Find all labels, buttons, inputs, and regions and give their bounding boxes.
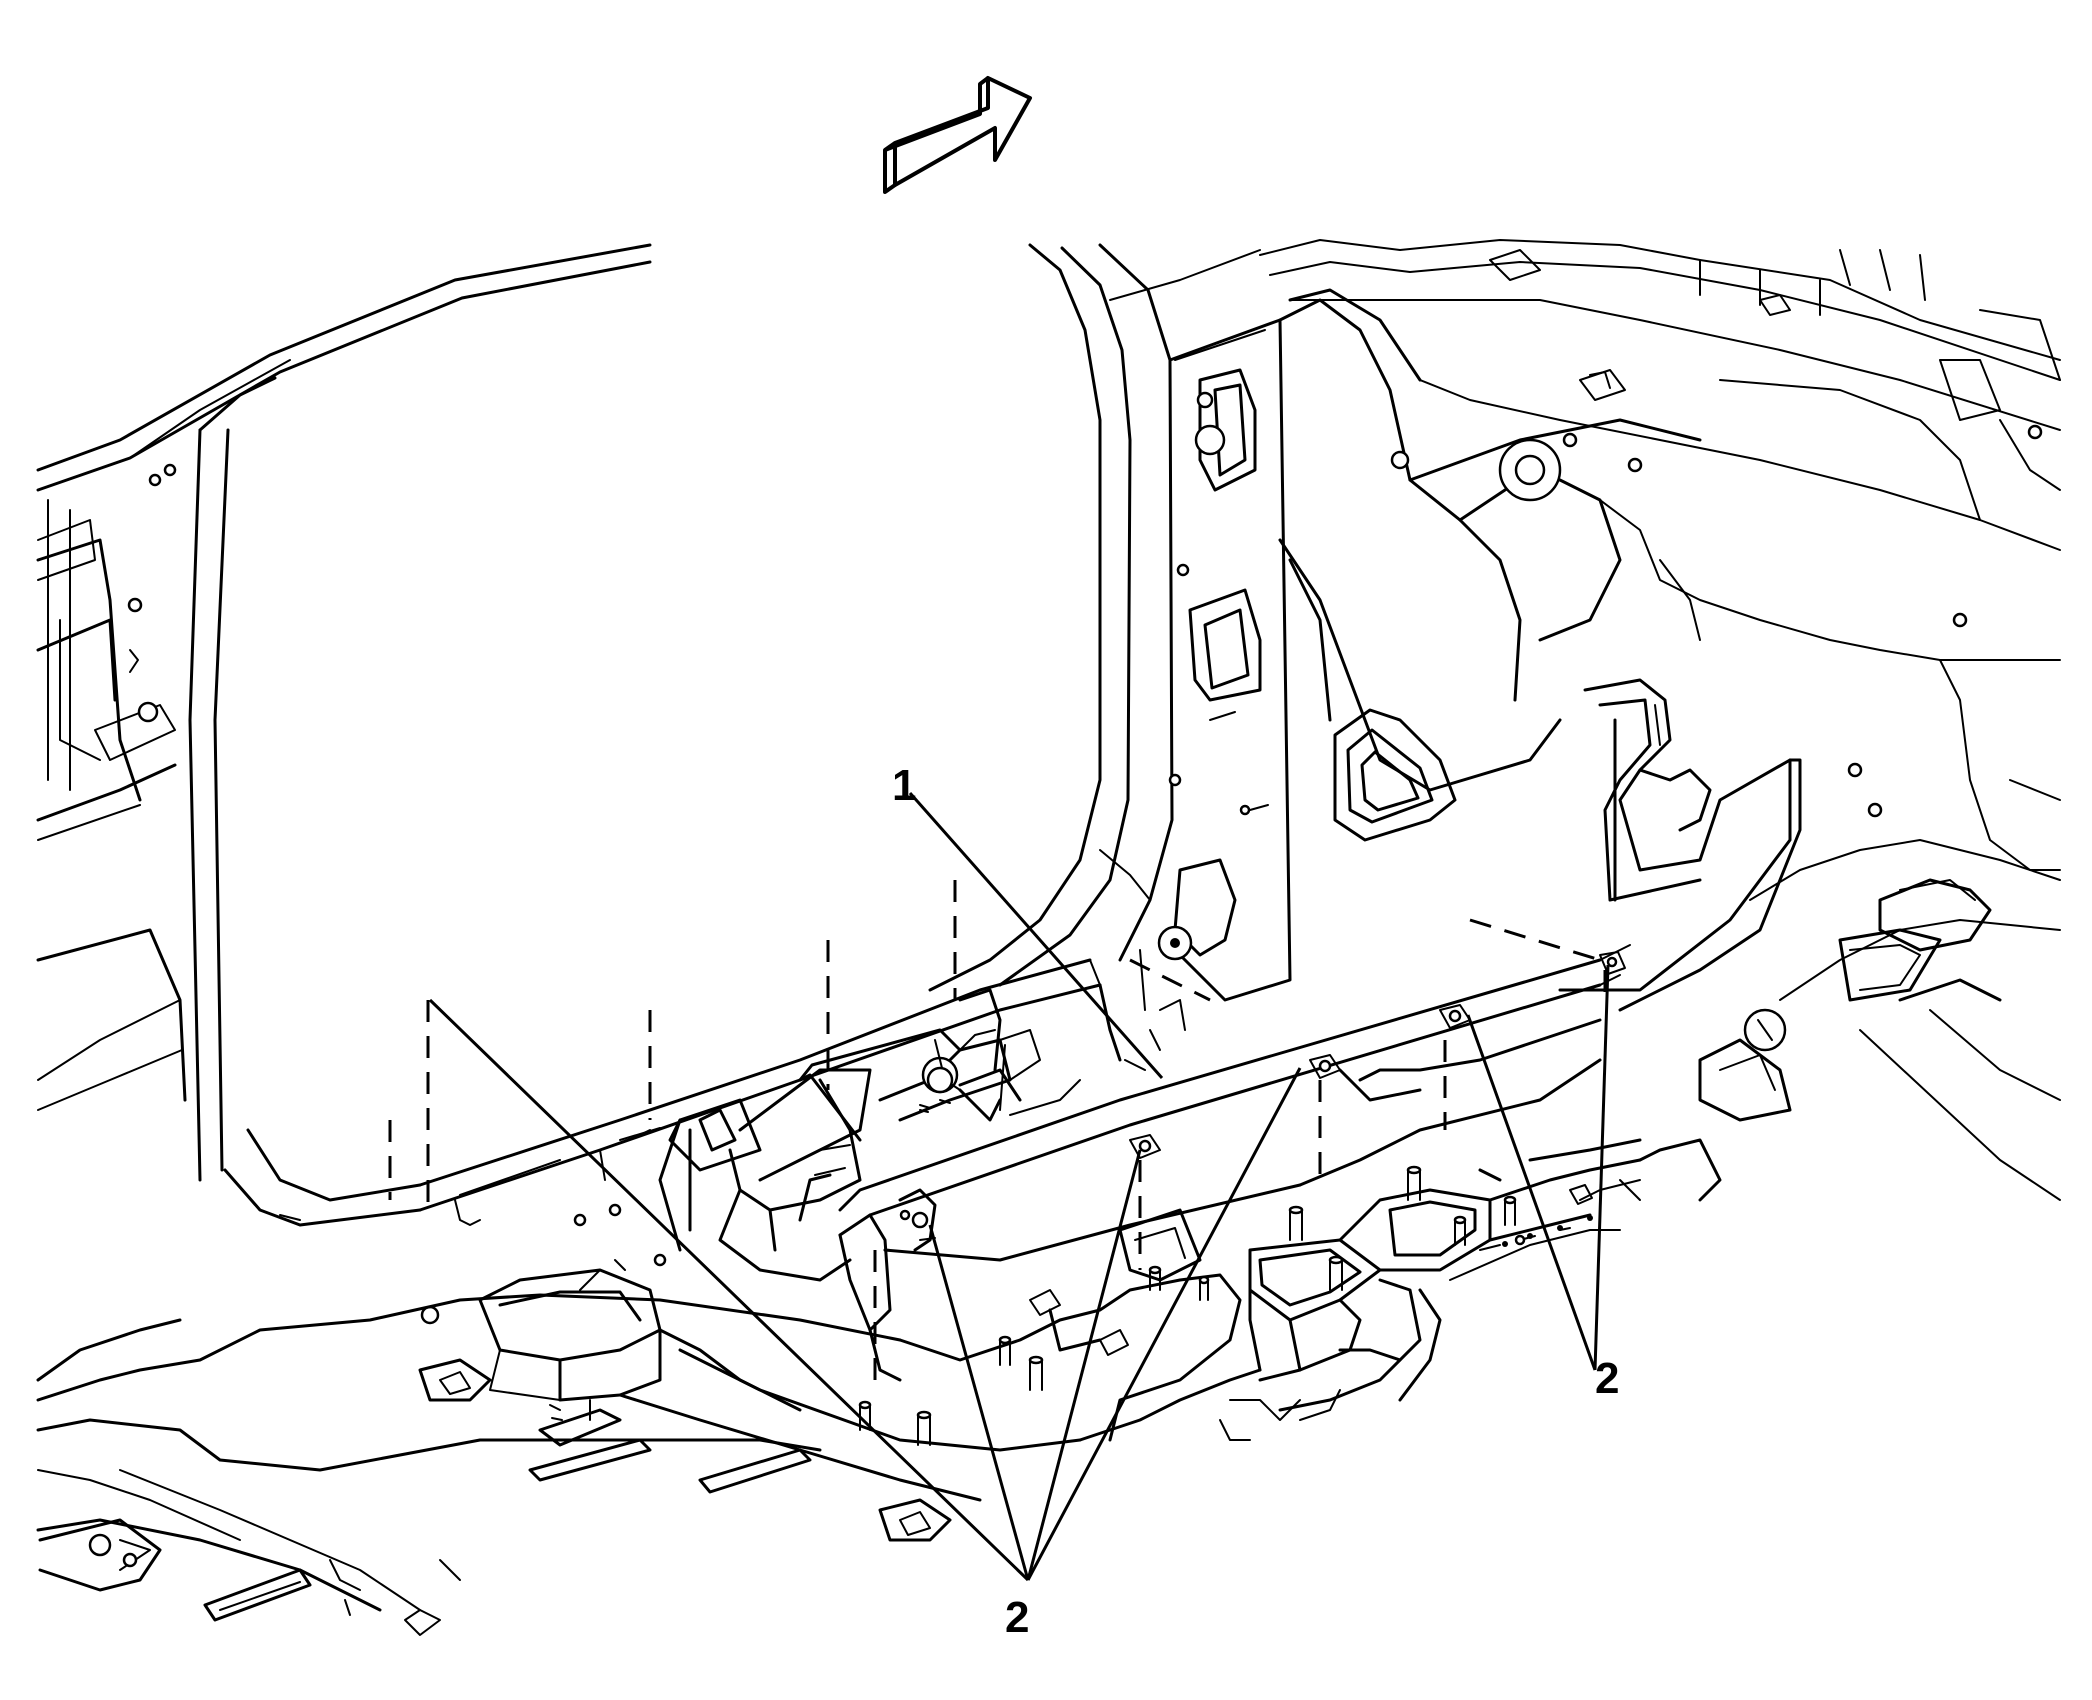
callout-2-right: 2 [1595,1354,1619,1403]
callout-1: 1 [892,761,916,810]
mounting-studs [858,1165,1517,1446]
callout-leaders [428,792,1610,1582]
pillar-cutouts [1099,368,1457,1011]
misc-details [279,959,1186,1352]
callout-2-left: 2 [1005,1593,1029,1642]
rear-wheelhouse [1558,612,2061,1201]
rear-quarter-panel [1168,239,2061,1002]
alignment-guides [388,880,1607,1380]
front-door-frame [36,243,652,1182]
floor-pan [36,1268,1082,1636]
b-pillar [223,243,1266,1227]
center-floor-studs [898,1138,1722,1442]
forward-direction-arrow-icon [883,76,1032,194]
rocker-fasteners [1129,951,1626,1205]
